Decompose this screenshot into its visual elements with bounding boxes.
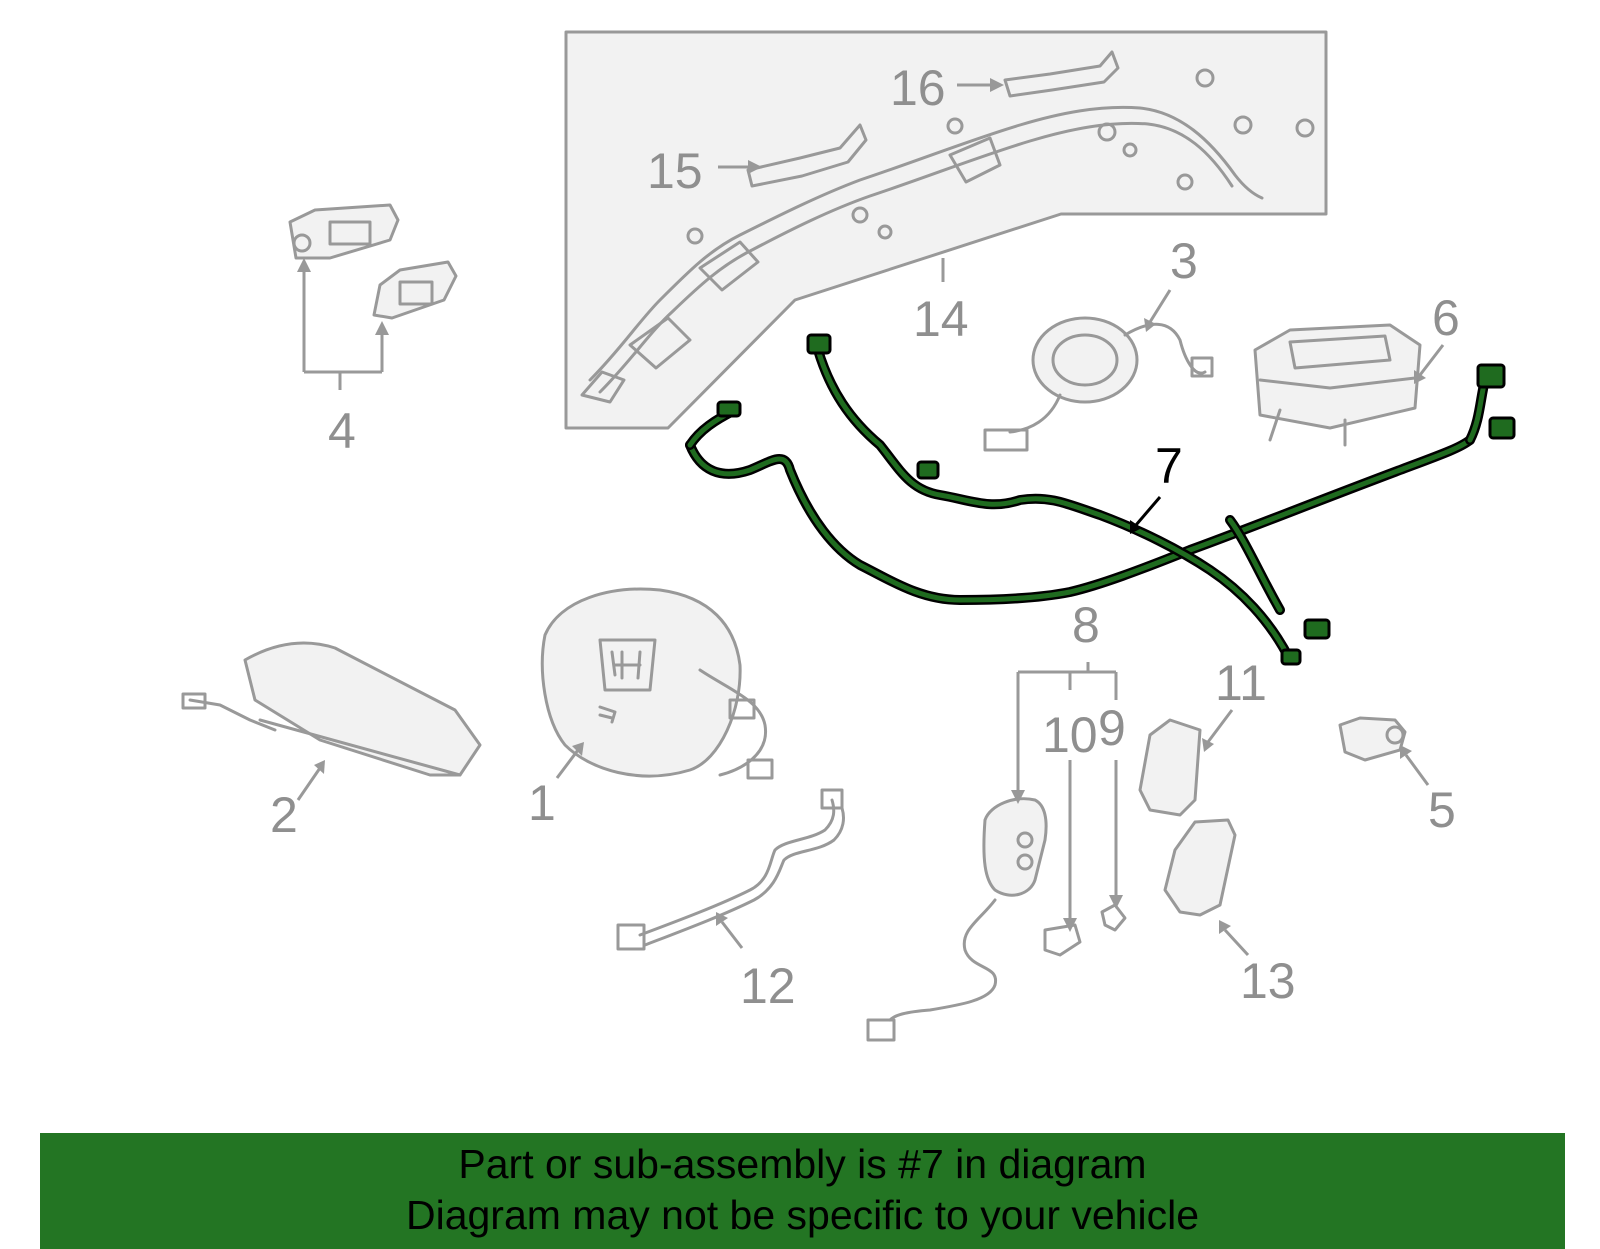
sensor-4 bbox=[288, 203, 458, 390]
srs-unit-6 bbox=[1253, 323, 1445, 447]
callout-4: 4 bbox=[328, 403, 356, 459]
sub-harness-12 bbox=[616, 788, 845, 951]
callout-5: 5 bbox=[1428, 782, 1456, 838]
callout-9: 9 bbox=[1098, 700, 1126, 756]
sensor-5 bbox=[1338, 716, 1430, 786]
wire-harness-7 bbox=[685, 333, 1516, 666]
callout-1: 1 bbox=[528, 775, 556, 831]
callout-7: 7 bbox=[1155, 438, 1183, 494]
banner-line-disclaimer: Diagram may not be specific to your vehi… bbox=[405, 1192, 1199, 1238]
bracket-16 bbox=[1003, 50, 1120, 98]
callout-12: 12 bbox=[740, 958, 796, 1014]
callout-10: 10 bbox=[1042, 707, 1098, 763]
curtain-airbag-inset bbox=[564, 30, 1328, 430]
driver-airbag-1 bbox=[540, 587, 774, 780]
callout-2: 2 bbox=[270, 787, 298, 843]
inset-panel bbox=[564, 30, 1328, 430]
callout-16: 16 bbox=[890, 60, 946, 116]
callout-6: 6 bbox=[1432, 290, 1460, 346]
callout-13: 13 bbox=[1240, 953, 1296, 1009]
passenger-airbag-2 bbox=[181, 641, 482, 801]
callout-15: 15 bbox=[647, 143, 703, 199]
bracket-15 bbox=[746, 123, 868, 188]
banner-line-part: Part or sub-assembly is #7 in diagram bbox=[458, 1141, 1147, 1187]
side-airbag-13 bbox=[1163, 818, 1250, 957]
callout-14: 14 bbox=[913, 291, 969, 347]
callout-8: 8 bbox=[1072, 597, 1100, 653]
clock-spring-3 bbox=[983, 289, 1214, 452]
info-banner: Part or sub-assembly is #7 in diagram Di… bbox=[40, 1133, 1565, 1249]
cover-11 bbox=[1138, 709, 1234, 817]
callout-11: 11 bbox=[1215, 655, 1267, 711]
side-airbag-8 bbox=[866, 662, 1127, 1042]
callout-3: 3 bbox=[1170, 233, 1198, 289]
